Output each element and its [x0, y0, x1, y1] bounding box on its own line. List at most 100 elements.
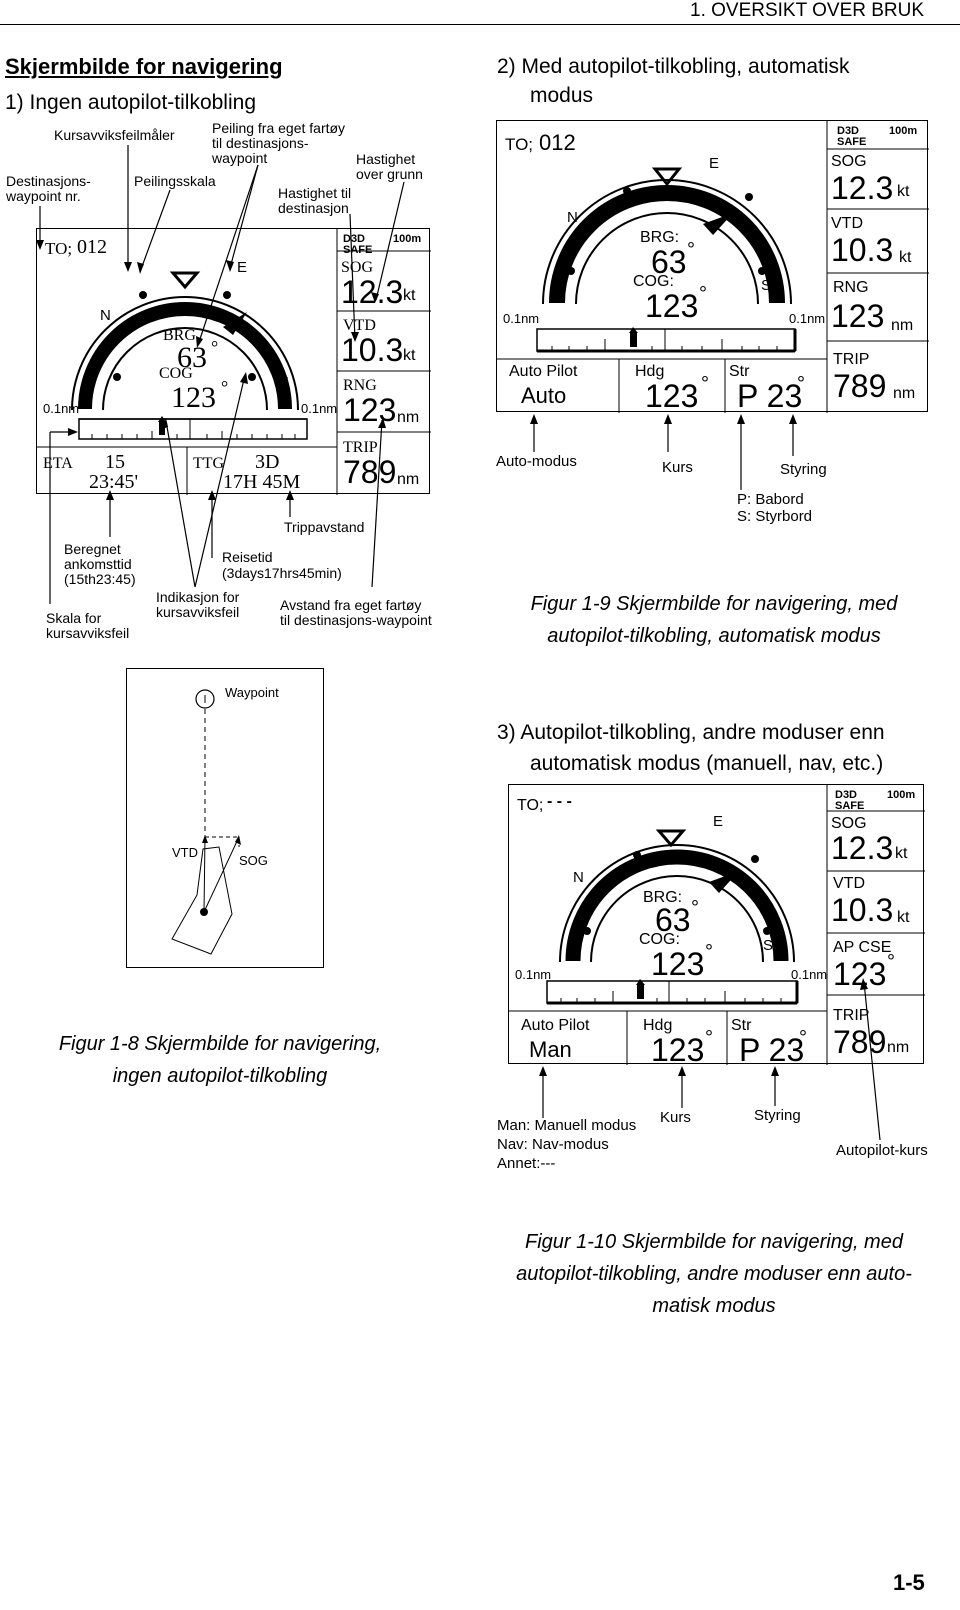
scale-left: 0.1nm [43, 401, 80, 416]
fig2-brg-label: BRG: [640, 229, 680, 246]
fig3-sog-unit: kt [895, 845, 908, 862]
fig2-rng-label: RNG [833, 279, 869, 296]
fig3-vtd-value: 10.3 [831, 892, 894, 928]
fig3-annotation-nav: Nav: Nav-modus [497, 1136, 609, 1153]
trip-value: 789 [343, 454, 397, 490]
fig2-autopilot-mode: Auto [521, 383, 567, 408]
fig2-trip-unit: nm [893, 385, 916, 402]
figure3-caption-line3: matisk modus [652, 1295, 776, 1317]
fig2-compass-e: E [709, 155, 720, 172]
fig3-apcse-value: 123 [833, 956, 887, 992]
subsection-1: 1) Ingen autopilot-tilkobling [5, 91, 256, 114]
annotation-avstand-1: Avstand fra eget fartøy [280, 597, 422, 613]
fig3-cog-value: 123 [651, 946, 705, 982]
figure2-caption-line1: Figur 1-9 Skjermbilde for navigering, me… [530, 593, 898, 615]
annotation-peilingsskala: Peilingsskala [134, 173, 216, 189]
ttg-label: TTG [193, 455, 225, 472]
nav-display-no-autopilot: TO; 012 N E S BRG 63 ° COG 123 ° 0.1nm 0… [36, 228, 431, 495]
annotation-skala-2: kursavviksfeil [46, 625, 130, 641]
fig3-d3d-label: D3D [835, 789, 858, 801]
fig2-to-value: 012 [539, 130, 576, 155]
to-value: 012 [77, 236, 107, 258]
fig2-hdg-label: Hdg [635, 363, 665, 380]
fig3-compass-e: E [713, 813, 724, 830]
fig3-brg-label: BRG: [643, 889, 683, 906]
rng-label: RNG [343, 377, 377, 394]
subsection-2-line2: modus [530, 84, 594, 107]
sog-unit: kt [403, 287, 416, 304]
figure3-caption: Figur 1-10 Skjermbilde for navigering, m… [494, 1226, 934, 1322]
waypoint-label: Waypoint [225, 685, 279, 700]
fig3-sog-label: SOG [831, 815, 867, 832]
brg-degree: ° [211, 337, 219, 357]
figure1-caption: Figur 1-8 Skjermbilde for navigering, in… [20, 1028, 420, 1092]
trip-label: TRIP [343, 439, 378, 456]
annotation-hast-grunn-1: Hastighet [356, 151, 416, 167]
fig3-annotation-man: Man: Manuell modus [497, 1117, 637, 1134]
fig3-brg-value: 63 [655, 902, 691, 938]
cog-label: COG [159, 365, 193, 382]
fig2-cog-label: COG: [633, 273, 674, 290]
fig2-rng-value: 123 [831, 298, 885, 334]
figure3-caption-line1: Figur 1-10 Skjermbilde for navigering, m… [525, 1231, 903, 1253]
cog-degree: ° [221, 377, 229, 397]
sog-label: SOG [341, 259, 374, 276]
fig2-sog-label: SOG [831, 153, 867, 170]
annotation-beregnet-2: ankomsttid [64, 556, 132, 572]
fig2-brg-degree: ° [687, 239, 695, 261]
fig2-compass-s: S [761, 277, 772, 294]
fig2-scale-left: 0.1nm [503, 311, 540, 326]
page-number: 1-5 [893, 1570, 925, 1595]
fig3-cog-degree: ° [705, 941, 713, 963]
fig2-rng-unit: nm [891, 317, 914, 334]
eta-day: 15 [105, 451, 125, 473]
compass-e: E [237, 259, 248, 276]
vtd-label: VTD [343, 317, 376, 334]
fig3-apcse-degree: ° [887, 951, 895, 973]
trip-unit: nm [397, 471, 420, 488]
annotation-skala-1: Skala for [46, 610, 102, 626]
annotation-hast-dest-2: destinasjon [278, 200, 349, 216]
fig3-annotation-kurs: Kurs [660, 1109, 691, 1126]
annotation-dest-2: waypoint nr. [6, 188, 81, 204]
cog-value: 123 [171, 381, 216, 414]
fig3-hdg-degree: ° [705, 1027, 713, 1049]
fig3-trip-value: 789 [833, 1024, 887, 1060]
compass-n: N [100, 307, 111, 324]
annotation-dest-1: Destinasjons- [6, 173, 91, 189]
fig3-str-label: Str [731, 1017, 752, 1034]
annotation-reisetid-2: (3days17hrs45min) [222, 565, 342, 581]
fig3-compass-s: S [763, 937, 774, 954]
fig3-hdg-label: Hdg [643, 1017, 673, 1034]
vtd-value: 10.3 [341, 332, 404, 368]
fig2-hdg-value: 123 [645, 378, 699, 414]
figure3-caption-line2: autopilot-tilkobling, andre moduser enn … [516, 1263, 912, 1285]
figure2-caption: Figur 1-9 Skjermbilde for navigering, me… [494, 588, 934, 652]
fig2-trip-value: 789 [833, 368, 887, 404]
fig2-safe-label: SAFE [837, 136, 867, 148]
figure1-caption-line1: Figur 1-8 Skjermbilde for navigering, [58, 1033, 382, 1055]
fig3-autopilot-label: Auto Pilot [521, 1017, 590, 1034]
vtd-unit: kt [403, 347, 416, 364]
fig3-compass-graphic [509, 785, 925, 1065]
fig3-apcse-label: AP CSE [833, 939, 892, 956]
fig3-compass-n: N [573, 869, 584, 886]
fig2-brg-value: 63 [651, 244, 687, 280]
fig2-str-degree: ° [797, 373, 805, 395]
annotation-reisetid-1: Reisetid [222, 549, 273, 565]
fig2-autopilot-label: Auto Pilot [509, 363, 578, 380]
fig2-to-label: TO; [505, 135, 534, 154]
fig3-range-label: 100m [887, 789, 916, 801]
fig2-compass-n: N [567, 209, 578, 226]
fig3-scale-left: 0.1nm [515, 967, 552, 982]
fig2-annotation-babord: P: Babord [737, 491, 804, 508]
brg-label: BRG [163, 327, 196, 344]
annotation-avstand-2: til destinasjons-waypoint [280, 612, 432, 628]
fig3-vtd-unit: kt [897, 909, 910, 926]
fig2-vtd-value: 10.3 [831, 232, 894, 268]
vtd-vector-label: VTD [172, 845, 198, 860]
fig3-trip-label: TRIP [833, 1007, 870, 1024]
fig3-autopilot-mode: Man [529, 1037, 572, 1062]
fig2-trip-label: TRIP [833, 351, 870, 368]
